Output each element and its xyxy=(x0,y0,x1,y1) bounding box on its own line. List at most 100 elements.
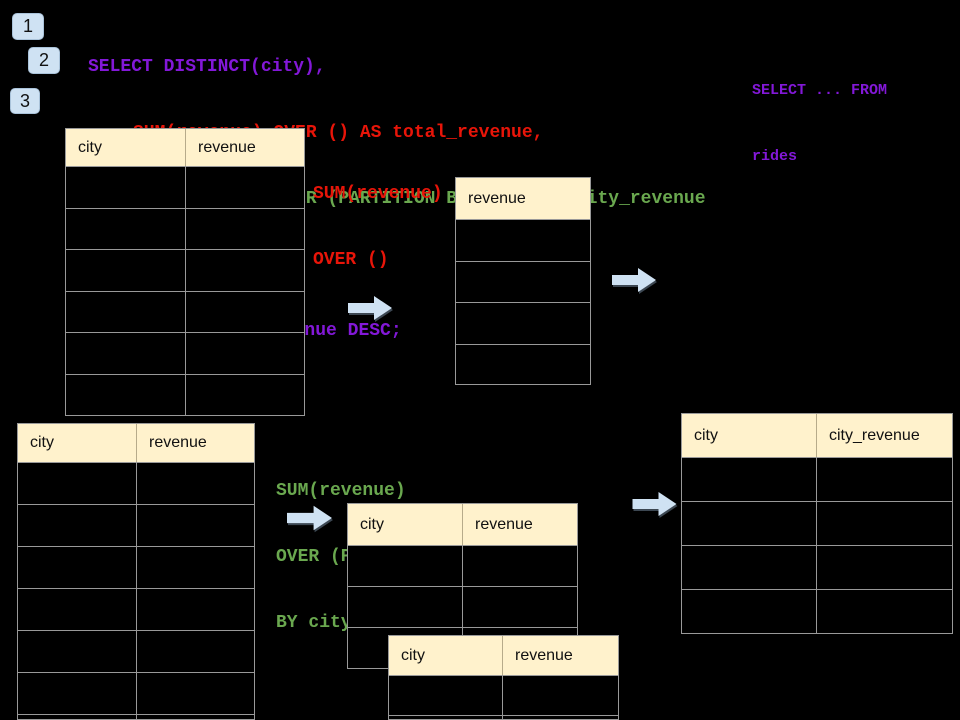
side-note-line2: rides xyxy=(752,148,798,165)
table-row xyxy=(18,547,254,589)
table-row xyxy=(456,262,590,303)
table-header-row: revenue xyxy=(456,178,590,220)
table-row xyxy=(66,333,304,375)
table-header-row: city revenue xyxy=(66,129,304,167)
annotation-line: SUM(revenue) xyxy=(313,184,443,204)
flow-arrow-icon xyxy=(348,296,392,320)
annotation-line: OVER () xyxy=(313,250,389,270)
table-cell xyxy=(348,546,463,586)
column-header-city: city xyxy=(389,636,503,675)
table-cell xyxy=(186,209,304,250)
table-cell xyxy=(817,590,952,633)
flow-arrow-icon xyxy=(612,268,656,292)
table-source-bottom: city revenue xyxy=(17,423,255,720)
table-cell xyxy=(186,250,304,291)
table-cell xyxy=(682,546,817,589)
column-header-revenue: revenue xyxy=(468,189,526,207)
table-row xyxy=(18,673,254,715)
column-header-city-revenue: city_revenue xyxy=(829,426,920,444)
table-cell xyxy=(66,333,186,374)
table-cell xyxy=(348,587,463,627)
column-header-revenue: revenue xyxy=(198,138,256,156)
table-row xyxy=(682,546,952,590)
table-row xyxy=(18,505,254,547)
table-row xyxy=(18,715,254,719)
table-body xyxy=(389,676,618,719)
table-cell xyxy=(66,208,186,249)
column-header-city: city xyxy=(682,414,817,457)
table-row xyxy=(682,590,952,633)
table-header-row: city revenue xyxy=(18,424,254,463)
table-body xyxy=(66,167,304,416)
table-cell xyxy=(66,167,186,208)
table-cell xyxy=(137,547,254,588)
table-city-result: city city_revenue xyxy=(681,413,953,634)
table-row xyxy=(682,458,952,502)
table-row xyxy=(66,167,304,209)
table-cell xyxy=(137,589,254,630)
table-cell xyxy=(503,716,618,719)
table-cell xyxy=(186,375,304,416)
table-cell xyxy=(137,505,254,546)
table-row xyxy=(348,587,577,628)
column-header-city: city xyxy=(348,504,463,545)
table-row xyxy=(18,631,254,673)
table-body xyxy=(18,463,254,719)
flow-arrow-icon xyxy=(632,492,677,516)
column-header-city: city xyxy=(18,424,137,462)
table-cell xyxy=(682,502,817,545)
column-header-revenue: revenue xyxy=(475,515,533,533)
step-badge-1: 1 xyxy=(12,13,44,40)
table-row xyxy=(389,676,618,716)
table-row xyxy=(456,345,590,385)
table-cell xyxy=(66,250,186,291)
table-row xyxy=(456,220,590,262)
table-cell xyxy=(456,220,590,261)
table-cell xyxy=(18,463,137,504)
table-cell xyxy=(186,292,304,333)
table-row xyxy=(66,250,304,292)
table-total-result: revenue xyxy=(455,177,591,385)
total-revenue-annotation: SUM(revenue) OVER () xyxy=(313,139,443,315)
side-note: SELECT ... FROM rides xyxy=(752,36,887,212)
table-cell xyxy=(186,333,304,374)
table-row xyxy=(18,589,254,631)
table-cell xyxy=(137,673,254,714)
table-body xyxy=(682,458,952,633)
step-badge-2: 2 xyxy=(28,47,60,74)
flow-arrow-icon xyxy=(287,505,332,531)
column-header-revenue: revenue xyxy=(515,646,573,664)
step-badge-3: 3 xyxy=(10,88,40,114)
table-partition-overlay: city revenue xyxy=(388,635,619,720)
table-cell xyxy=(137,631,254,672)
table-source-top: city revenue xyxy=(65,128,305,416)
table-cell xyxy=(18,715,137,719)
table-header-row: city city_revenue xyxy=(682,414,952,458)
column-header-city: city xyxy=(66,129,186,166)
table-row xyxy=(66,291,304,333)
table-cell xyxy=(817,502,952,545)
table-cell xyxy=(503,676,618,715)
table-cell xyxy=(66,374,186,415)
table-cell xyxy=(389,676,503,715)
side-note-line1: SELECT ... FROM xyxy=(752,82,888,99)
table-row xyxy=(348,546,577,587)
table-cell xyxy=(18,547,137,588)
column-header-revenue: revenue xyxy=(149,434,207,451)
table-cell xyxy=(66,291,186,332)
table-cell xyxy=(463,587,577,627)
table-row xyxy=(389,716,618,719)
table-cell xyxy=(456,345,590,385)
table-row xyxy=(18,463,254,505)
table-cell xyxy=(18,505,137,546)
table-row xyxy=(456,303,590,345)
table-cell xyxy=(18,631,137,672)
table-row xyxy=(66,374,304,416)
table-header-row: city revenue xyxy=(348,504,577,546)
table-cell xyxy=(817,546,952,589)
annotation-line: SUM(revenue) xyxy=(276,481,406,501)
table-row xyxy=(682,502,952,546)
table-cell xyxy=(137,715,254,719)
table-cell xyxy=(18,589,137,630)
